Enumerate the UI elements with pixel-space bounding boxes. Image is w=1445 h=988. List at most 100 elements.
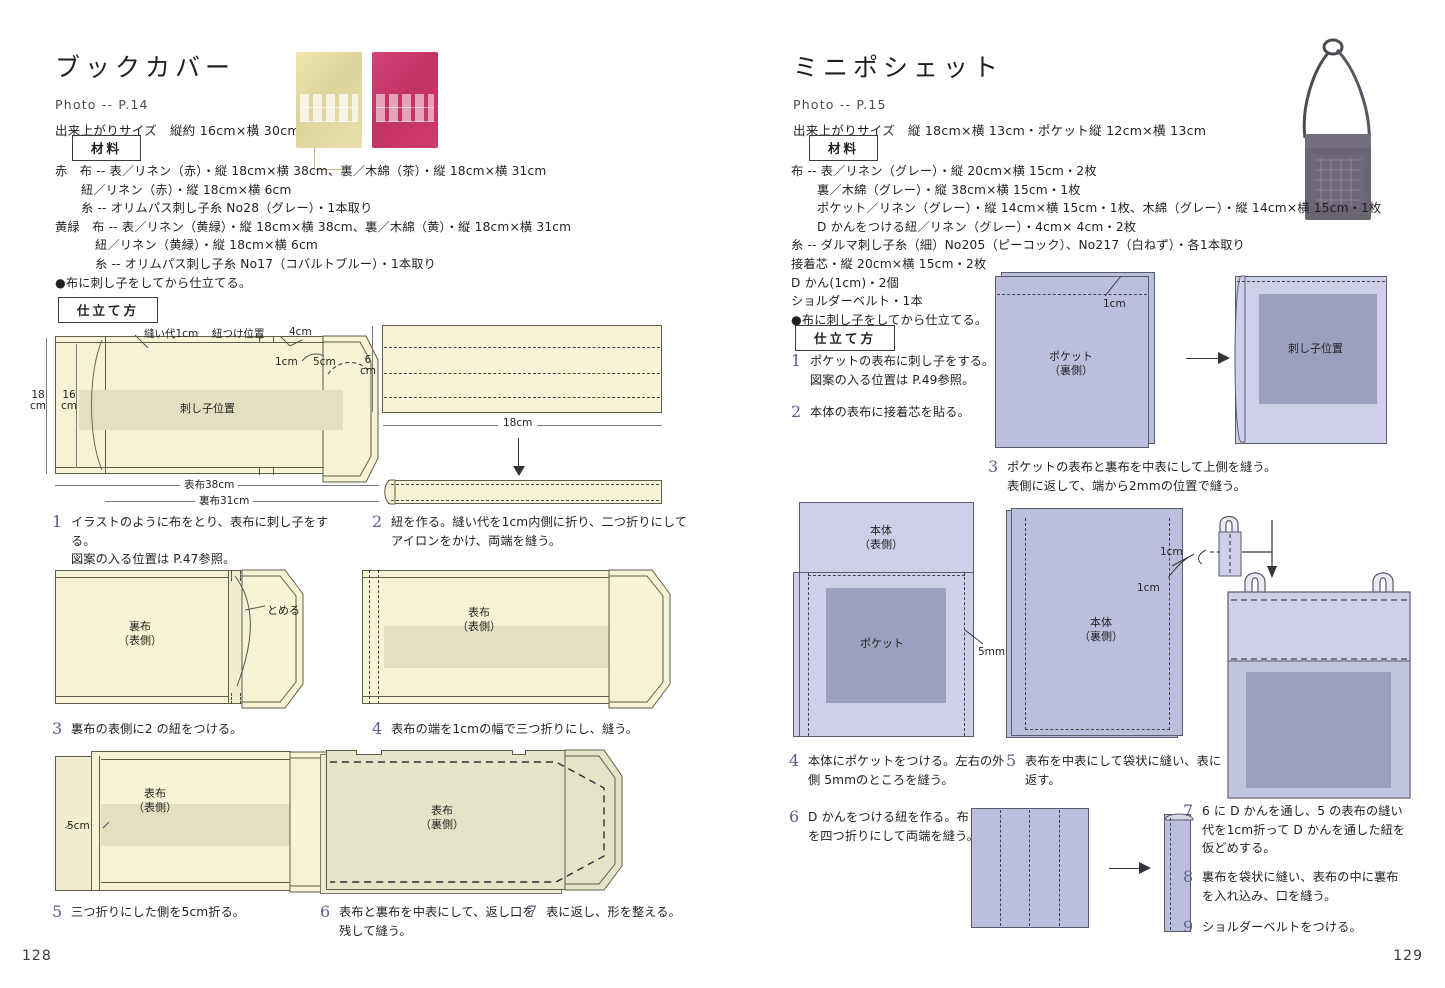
diagram-6-strap-folded (1158, 806, 1218, 936)
stitch-pattern-yellow (300, 94, 358, 122)
stitch-pattern-pink (376, 94, 434, 122)
pocket-label-4: ポケット (860, 637, 904, 650)
strap-fold-line-3 (384, 397, 660, 398)
outer-label-6: 表布（裏側） (420, 804, 464, 831)
step-6-left: 6 表布と裏布を中表にして、返し口を 残して縫う。 (320, 903, 550, 940)
label-5mm-leader (964, 629, 984, 645)
notch-top-right-6 (512, 750, 526, 755)
pocket-stitch-right-4 (964, 572, 965, 736)
step-line: 本体にポケットをつける。左右の外 (808, 754, 1005, 768)
step-line: ショルダーベルトをつける。 (1202, 920, 1362, 934)
body-front-5 (1011, 508, 1183, 736)
step-line: 表布の端を1cmの幅で三つ折りにし、縫う。 (391, 722, 639, 736)
diagram-6-strap-flat (971, 808, 1101, 933)
photo-ref-left: Photo -- P.14 (55, 97, 149, 112)
step-line: 裏布の表側に2 の紐をつける。 (71, 722, 243, 736)
step-line: 表側に返して、端から2mmの位置で縫う。 (1007, 478, 1246, 493)
body-label-4: 本体（表側） (859, 524, 903, 551)
diagram-dring-tab: 1cm (1160, 508, 1336, 598)
step-line: 裏布を袋状に縫い、表布の中に裏布 (1202, 870, 1399, 884)
step-line: を四つ折りにして両端を縫う。 (808, 828, 979, 843)
label-1cm-leader-dring (1198, 549, 1207, 565)
outer-seam-bottom-5 (101, 882, 291, 883)
lining-label: 裏布（表側） (118, 620, 162, 647)
pocket-left-fold-edge (1234, 275, 1246, 443)
notch-top-left-6 (356, 750, 382, 755)
diagram-5-fold: 表布（表側） 5cm (55, 748, 352, 900)
product-photo-right (1271, 30, 1421, 230)
page-title-right: ミニポシェット (793, 53, 1004, 82)
materials-label-right: 材料 (809, 135, 879, 161)
diagram-5-body-sew: 1cm 本体（裏側） (1006, 508, 1206, 743)
pocket-main (995, 276, 1149, 448)
label-seam-allowance: 縫い代1cm (144, 328, 199, 340)
step-7-left: 7 表に返し、形を整える。 (527, 903, 707, 922)
strap-flat-right (971, 808, 1089, 928)
material-line: 糸 -- ダルマ刺し子糸（細）No205（ピーコック）、No217（白ねず）・各… (791, 238, 1246, 253)
label-1cm: 1cm (275, 356, 298, 368)
outer-label-5: 表布（表側） (133, 787, 177, 814)
step-line: アイロンをかけ、両端を縫う。 (391, 533, 562, 548)
materials-label-left: 材料 (72, 135, 142, 161)
step-line: ポケットの表布に刺し子をする。 (810, 354, 995, 368)
arrow-down-head (513, 466, 525, 476)
strap-folded-right (1164, 814, 1191, 932)
arrow-right-shaft-3 (1186, 358, 1220, 360)
dring-tab-svg (1210, 515, 1277, 578)
product-photo-left (296, 52, 446, 170)
strap-fold-line-1 (384, 347, 660, 348)
strap-notch-c (259, 467, 260, 475)
strap-flat-piece (382, 325, 662, 413)
fold-edge-5 (99, 756, 100, 891)
strap-stitch-right (240, 571, 241, 581)
material-line: 裏／木綿（グレー）・縦 38cm×横 15cm・1枚 (817, 182, 1081, 197)
body-label-5: 本体（裏側） (1079, 616, 1123, 643)
diagram-3-lining: 裏布（表側） とめる (55, 568, 345, 718)
step-line: 本体の表布に接着芯を貼る。 (810, 405, 970, 419)
step-number: 8 (1183, 867, 1194, 886)
step-5-left: 5 三つ折りにした側を5cm折る。 (52, 903, 352, 922)
step-line: 表に返し、形を整える。 (546, 905, 681, 919)
material-line: 接着芯・縦 20cm×横 15cm・2枚 (791, 256, 987, 271)
diagram-3-pocket-right: 1cm ポケット（裏側） (991, 272, 1181, 452)
label-18cm-strap: 18cm (498, 417, 538, 429)
sashiko-band-5 (101, 804, 291, 846)
body-stitch-bottom-5 (1025, 729, 1170, 730)
material-line: ●布に刺し子をしてから仕立てる。 (791, 312, 988, 327)
material-line: 赤 布 -- 表／リネン（赤）・縦 18cm×横 38cm、裏／木綿（茶）・縦 … (55, 164, 547, 178)
step-3-right: 3 ポケットの表布と裏布を中表にして上側を縫う。 表側に返して、端から2mmの位… (988, 458, 1388, 495)
pocket-flipped-stitch (1237, 281, 1385, 282)
sashiko-band (79, 390, 343, 430)
step-8-right: 8 裏布を袋状に縫い、表布の中に裏布 を入れ込み、口を縫う。 (1183, 868, 1413, 905)
lining-seam-bottom (56, 696, 229, 697)
outer-seam-top-4 (363, 577, 609, 578)
left-header: ブックカバー Photo -- P.14 出来上がりサイズ 縦約 16cm×横 … (55, 48, 300, 139)
finished-bag-svg (1227, 572, 1411, 799)
body-stitch-right-5 (1169, 518, 1170, 730)
outer-right-flap-6 (564, 749, 623, 891)
page-number-right: 129 (1393, 948, 1423, 964)
step-6-right: 6 D かんをつける紐を作る。布 を四つ折りにして両端を縫う。 (789, 808, 979, 845)
fabric-right-flap (322, 335, 379, 483)
step-9-right: 9 ショルダーベルトをつける。 (1183, 918, 1413, 937)
label-1cm-dring: 1cm (1160, 546, 1183, 558)
stitch-outline-6 (330, 761, 605, 883)
material-line: D かんをつける紐／リネン（グレー）・4cm× 4cm・2枚 (817, 219, 1137, 234)
pocket-1cm-leader (1104, 275, 1122, 297)
left-page: ブックカバー Photo -- P.14 出来上がりサイズ 縦約 16cm×横 … (0, 0, 722, 988)
step-line: を入れ込み、口を縫う。 (1202, 888, 1337, 903)
material-line: ●布に刺し子をしてから仕立てる。 (55, 275, 252, 290)
lining-seam-top (56, 577, 229, 578)
right-page: ミニポシェット Photo -- P.15 出来上がりサイズ 縦 18cm×横 … (723, 0, 1445, 988)
sashiko-position-label: 刺し子位置 (180, 402, 235, 415)
label-omotefu-38cm: 表布38cm (180, 477, 239, 492)
outer-seam-top-5 (101, 759, 291, 760)
step-number: 6 (320, 902, 331, 921)
step-number: 4 (789, 751, 800, 770)
diagram-4-outer: 表布（表側） (362, 568, 671, 718)
